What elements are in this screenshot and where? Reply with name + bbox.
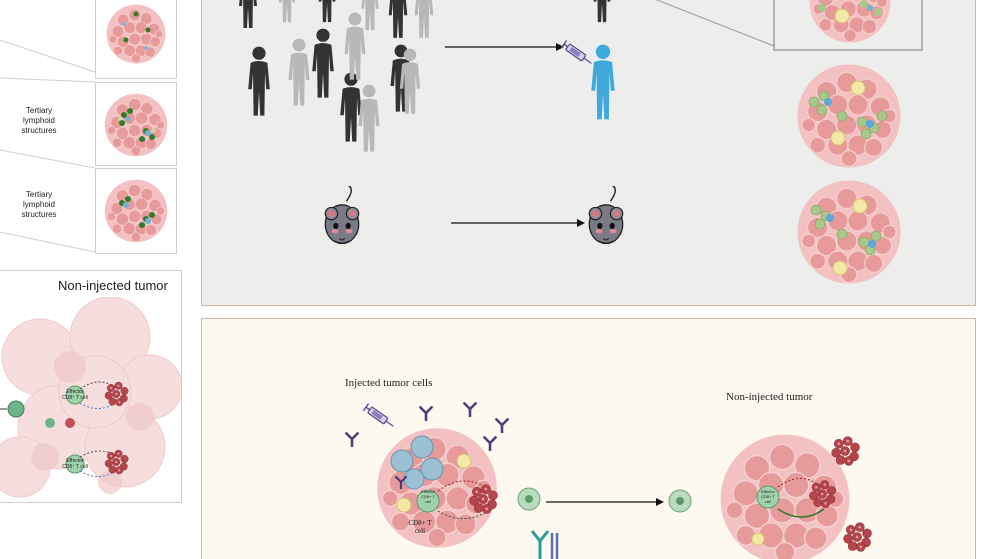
tumor-thumbnail-1 — [95, 0, 177, 79]
effector-cell-label-1: Effector CD8⁺ T cell — [62, 389, 88, 401]
bottom-panel-illustration — [345, 402, 872, 559]
top-panel — [201, 0, 976, 306]
connector-lines — [0, 39, 96, 253]
injected-tumor-cells-label: Injected tumor cells — [345, 377, 433, 389]
tumor-bottom — [796, 179, 902, 285]
tumor-thumbnail-3 — [95, 168, 177, 254]
noninjected-tumor-box: Non-injected tumor Effector CD8⁺ T cel — [0, 270, 182, 503]
patient-population — [239, 0, 412, 142]
noninjected-tumor-illustration — [0, 297, 181, 498]
left-column: Tertiary lymphoid structures Tertiary ly… — [0, 0, 185, 552]
tumor-top — [808, 0, 892, 44]
effector-cd8-right-label: Effector CD8+ T cell — [761, 489, 775, 504]
tls-label-2: Tertiary lymphoid structures — [21, 190, 57, 219]
noninjected-tumor-title: Non-injected tumor — [58, 278, 168, 293]
cd8-tcell-label: CD8+ T cell — [408, 519, 432, 535]
tls-label-1: Tertiary lymphoid structures — [21, 106, 57, 135]
bottom-panel: Injected tumor cells Non-injected tumor — [201, 318, 976, 559]
noninjected-tumor-label: Non-injected tumor — [726, 391, 813, 403]
top-panel-illustration — [239, 0, 923, 285]
effector-cell-label-2: Effector CD8⁺ T cell — [62, 458, 88, 470]
tumor-middle — [796, 63, 902, 169]
effector-cd8-label: Effector CD8+ T cell — [421, 489, 435, 504]
tumor-thumbnail-2 — [95, 82, 177, 166]
